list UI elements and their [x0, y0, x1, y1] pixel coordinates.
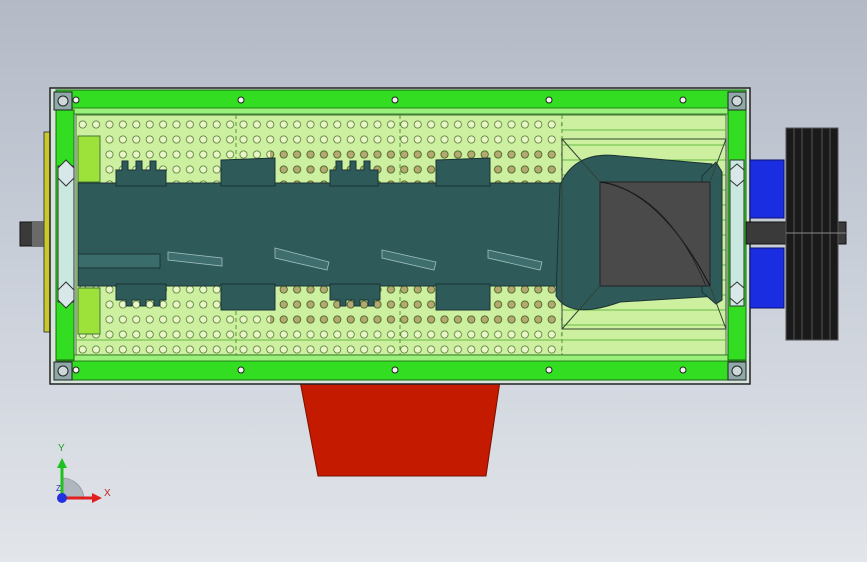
- left-end-plate-top: [77, 135, 101, 183]
- rail-bolts: [72, 96, 687, 374]
- top-rail: [55, 89, 747, 111]
- drive-pulley: [785, 127, 846, 341]
- corner-blocks: [53, 91, 747, 381]
- triad-x-label: X: [104, 488, 111, 499]
- rotor-paddles-top: [115, 157, 491, 187]
- motor-block-bottom: [749, 247, 785, 309]
- discharge-hopper: [299, 380, 501, 477]
- rotor-blades: [167, 247, 543, 271]
- inlet-opening: [599, 181, 711, 287]
- left-end-plate-bottom: [77, 287, 101, 335]
- motor-block-top: [749, 159, 785, 219]
- right-bearing-housing: [729, 159, 745, 307]
- triad-z-label: Z: [56, 484, 61, 493]
- rotor-shaft-body: [77, 182, 579, 287]
- bottom-rail: [55, 359, 747, 381]
- triad-y-label: Y: [58, 443, 65, 454]
- rotor-paddles-bottom: [115, 283, 491, 311]
